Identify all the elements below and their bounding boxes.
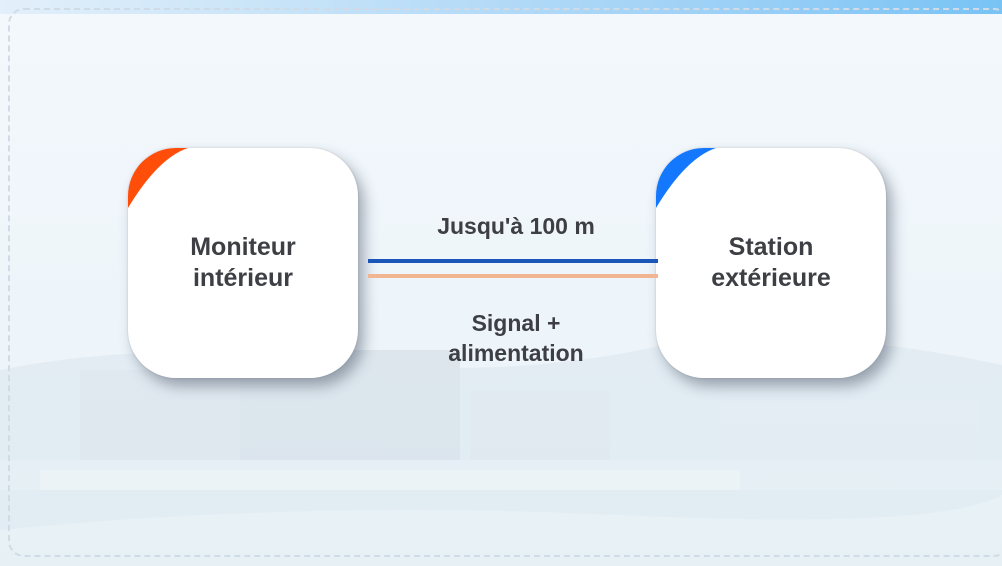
background-scenery-illustration (0, 338, 1002, 566)
connection-line-power (368, 274, 658, 278)
outdoor-station-label: Station extérieure (686, 232, 856, 294)
outdoor-station-label-line2: extérieure (711, 264, 831, 292)
indoor-monitor-label-line1: Moniteur (190, 233, 296, 261)
card-accent-corner (128, 148, 188, 208)
indoor-monitor-card: Moniteur intérieur (128, 148, 358, 378)
distance-label: Jusqu'à 100 m (437, 213, 595, 239)
top-glow (0, 0, 1002, 14)
indoor-monitor-label: Moniteur intérieur (158, 232, 328, 294)
function-label-line1: Signal + (471, 310, 561, 336)
outdoor-station-card: Station extérieure (656, 148, 886, 378)
outdoor-station-label-line1: Station (728, 233, 814, 261)
function-label-line2: alimentation (448, 340, 584, 366)
card-accent-corner (656, 148, 716, 208)
indoor-monitor-label-line2: intérieur (192, 264, 294, 292)
dashed-frame (8, 8, 1002, 557)
connection-line-signal (368, 259, 658, 263)
function-label: Signal + alimentation (413, 308, 619, 368)
